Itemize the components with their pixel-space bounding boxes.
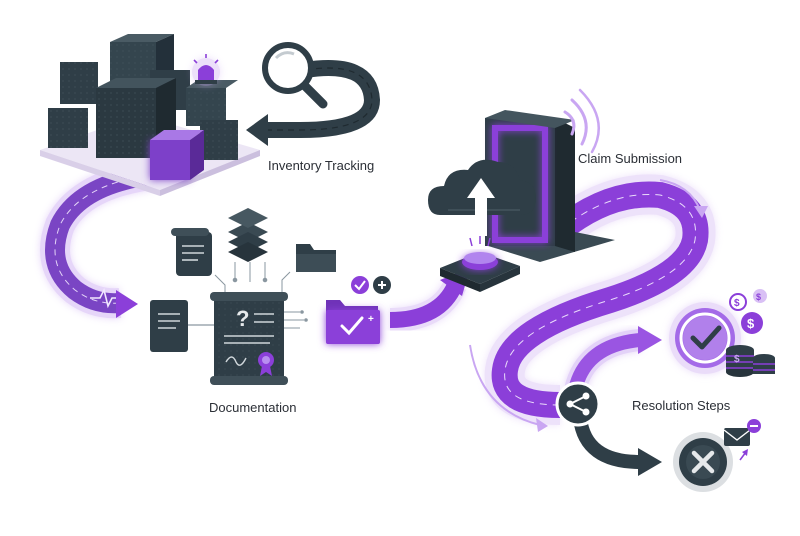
label-claim-submission: Claim Submission: [578, 151, 683, 166]
split-node-icon: [555, 381, 601, 427]
scroll-icon: [171, 228, 212, 276]
box-stack-icon: [40, 34, 260, 196]
mail-icon: [723, 419, 761, 461]
label-inventory-tracking: Inventory Tracking: [268, 158, 375, 173]
alarm-light-icon: [192, 54, 220, 86]
path-claim-to-resolution: [469, 174, 716, 432]
folder-icon: [296, 244, 336, 272]
path-inventory-to-docs: [40, 160, 153, 319]
loop-arrow: [246, 60, 381, 146]
signal-waves-icon: [563, 88, 600, 154]
check-circle-icon: [669, 302, 741, 374]
branch-reject: [573, 416, 662, 476]
svg-text:$: $: [756, 292, 761, 302]
svg-text:$: $: [747, 316, 755, 331]
label-documentation: Documentation: [209, 400, 297, 415]
document-question-icon: ?: [150, 292, 308, 385]
magnifier-icon: [262, 42, 328, 109]
svg-text:$: $: [734, 298, 740, 309]
label-resolution-steps: Resolution Steps: [632, 398, 731, 413]
svg-text:+: +: [368, 314, 374, 325]
coins-icon: $ $ $ $: [726, 289, 775, 377]
svg-text:?: ?: [236, 306, 249, 331]
layers-icon: [228, 208, 268, 262]
cloud-upload-icon: [428, 159, 536, 236]
folder-check-icon: +: [326, 276, 391, 344]
push-button-icon: [440, 236, 520, 292]
x-circle-icon: [673, 432, 733, 492]
svg-text:$: $: [734, 354, 740, 365]
branch-success: [564, 326, 662, 393]
circuit-lines: [214, 262, 291, 292]
